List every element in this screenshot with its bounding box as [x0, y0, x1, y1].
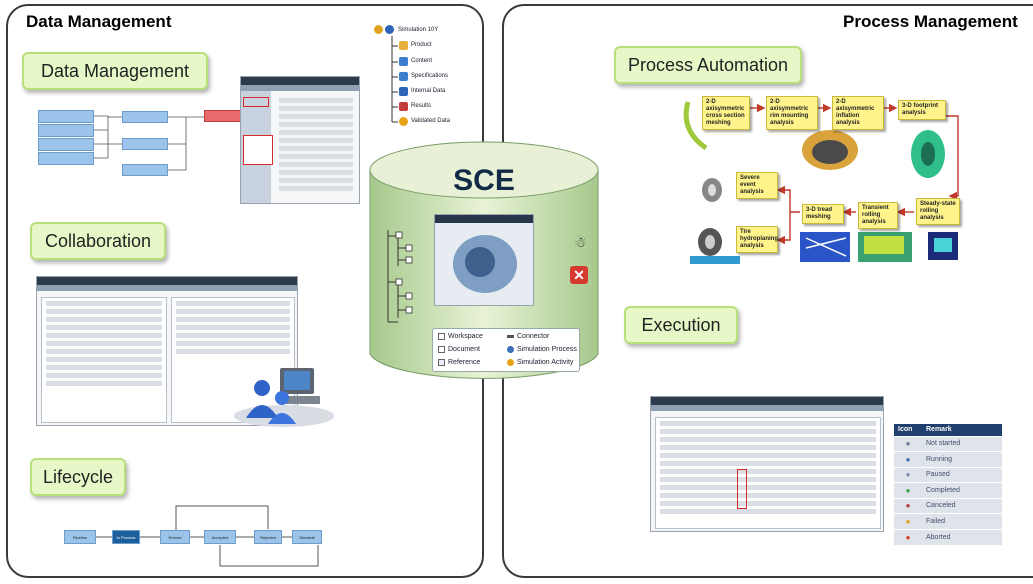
lifecycle-stage: Review — [160, 530, 190, 544]
sce-screenshot — [434, 214, 534, 306]
reference-icon — [438, 359, 445, 366]
flow-mid-box — [122, 138, 168, 150]
users-computer-icon — [234, 368, 334, 427]
legend-reference: Reference — [448, 359, 481, 366]
flow-mid-box — [122, 111, 168, 123]
highlight-box — [737, 469, 747, 509]
legend-document: Document — [448, 346, 480, 353]
flow-mid-box — [122, 164, 168, 176]
product-icon — [399, 41, 408, 50]
status-remark: Canceled — [922, 497, 1002, 514]
tree-item: Specifications — [411, 73, 449, 79]
status-row: ●Running — [894, 451, 1002, 467]
legend-simulation-activity: Simulation Activity — [517, 359, 574, 366]
sce-title: SCE — [453, 164, 515, 197]
lifecycle-stage: In Process — [112, 530, 140, 544]
status-icon: ● — [894, 482, 922, 498]
simulation-root-icon — [385, 25, 394, 34]
process-automation-badge: Process Automation — [614, 46, 802, 84]
status-row: ●Not started — [894, 435, 1002, 452]
internal-data-icon — [399, 87, 408, 96]
lifecycle-stage: Accepted — [204, 530, 236, 544]
sce-legend: Workspace Connector Document Simulation … — [432, 328, 580, 372]
status-remark: Completed — [922, 482, 1002, 498]
status-icon: ● — [894, 451, 922, 467]
document-icon — [438, 346, 445, 353]
icon-column-header: Icon — [894, 424, 922, 436]
tree-item: Content — [411, 58, 433, 64]
flow-source-box — [38, 124, 94, 137]
tree-item: Internal Data — [411, 88, 446, 94]
collaboration-badge: Collaboration — [30, 222, 166, 260]
specifications-icon — [399, 72, 408, 81]
simulation-root-label: Simulation 10Y — [398, 27, 439, 33]
sce-tree-icon — [387, 230, 413, 323]
process-step: Steady-state rolling analysis — [916, 198, 960, 225]
execution-screenshot — [650, 396, 884, 532]
collaboration-screenshot — [36, 276, 298, 426]
run-icon: ☃ — [574, 234, 587, 250]
highlight-box — [243, 135, 273, 165]
simulation-process-icon — [507, 346, 514, 353]
highlight-box — [243, 97, 269, 107]
process-step: 3-D tread meshing — [802, 204, 844, 224]
tree-item: Product — [411, 42, 432, 48]
tree-item: Validated Data — [411, 118, 450, 124]
status-icon: ● — [894, 497, 922, 514]
connector-icon — [507, 335, 514, 338]
process-step: Transient rolling analysis — [858, 202, 898, 229]
process-step: Severe event analysis — [736, 172, 778, 199]
data-management-screenshot — [240, 76, 360, 204]
flow-source-box — [38, 110, 94, 123]
legend-connector: Connector — [517, 333, 550, 340]
process-management-heading: Process Management — [843, 12, 1018, 31]
sce-repository: SCE ☃ ✕ Workspace Connector Document Sim… — [368, 140, 600, 384]
lifecycle-stage: Rejected — [254, 530, 282, 544]
status-icon-table: Icon Remark ●Not started●Running●Paused●… — [894, 424, 1002, 545]
process-step: 3-D footprint analysis — [898, 100, 946, 120]
status-icon: ● — [894, 513, 922, 529]
process-step: 2-D axisymmetric cross section meshing — [702, 96, 750, 130]
close-icon: ✕ — [570, 266, 588, 284]
validated-data-icon — [399, 117, 408, 126]
flow-source-box — [38, 152, 94, 165]
status-remark: Aborted — [922, 528, 1002, 545]
status-icon: ● — [894, 435, 922, 452]
process-step: 2-D axisymmetric inflation analysis — [832, 96, 884, 130]
legend-simulation-process: Simulation Process — [517, 346, 577, 353]
simulation-root-icon — [374, 25, 383, 34]
workspace-icon — [438, 333, 445, 340]
content-icon — [399, 57, 408, 66]
remark-column-header: Remark — [922, 424, 1002, 436]
legend-workspace: Workspace — [448, 333, 483, 340]
data-management-badge: Data Management — [22, 52, 208, 90]
status-row: ●Completed — [894, 482, 1002, 498]
status-row: ●Canceled — [894, 497, 1002, 514]
status-icon: ● — [894, 528, 922, 545]
status-row: ●Paused — [894, 466, 1002, 483]
status-remark: Paused — [922, 466, 1002, 483]
execution-badge: Execution — [624, 306, 738, 344]
status-icon: ● — [894, 466, 922, 483]
results-icon — [399, 102, 408, 111]
data-management-heading: Data Management — [26, 12, 172, 31]
status-row: ●Aborted — [894, 528, 1002, 545]
status-row: ●Failed — [894, 513, 1002, 529]
status-remark: Running — [922, 451, 1002, 467]
process-step: 2-D axisymmetric rim mounting analysis — [766, 96, 818, 130]
process-step: Tire hydroplaning analysis — [736, 226, 778, 253]
flow-source-box — [38, 138, 94, 151]
tree-item: Results — [411, 103, 432, 109]
status-remark: Failed — [922, 513, 1002, 529]
status-remark: Not started — [922, 435, 1002, 452]
lifecycle-stage: Pipeline — [64, 530, 96, 544]
lifecycle-badge: Lifecycle — [30, 458, 126, 496]
simulation-activity-icon — [507, 359, 514, 366]
lifecycle-stage: Obsolete — [292, 530, 322, 544]
